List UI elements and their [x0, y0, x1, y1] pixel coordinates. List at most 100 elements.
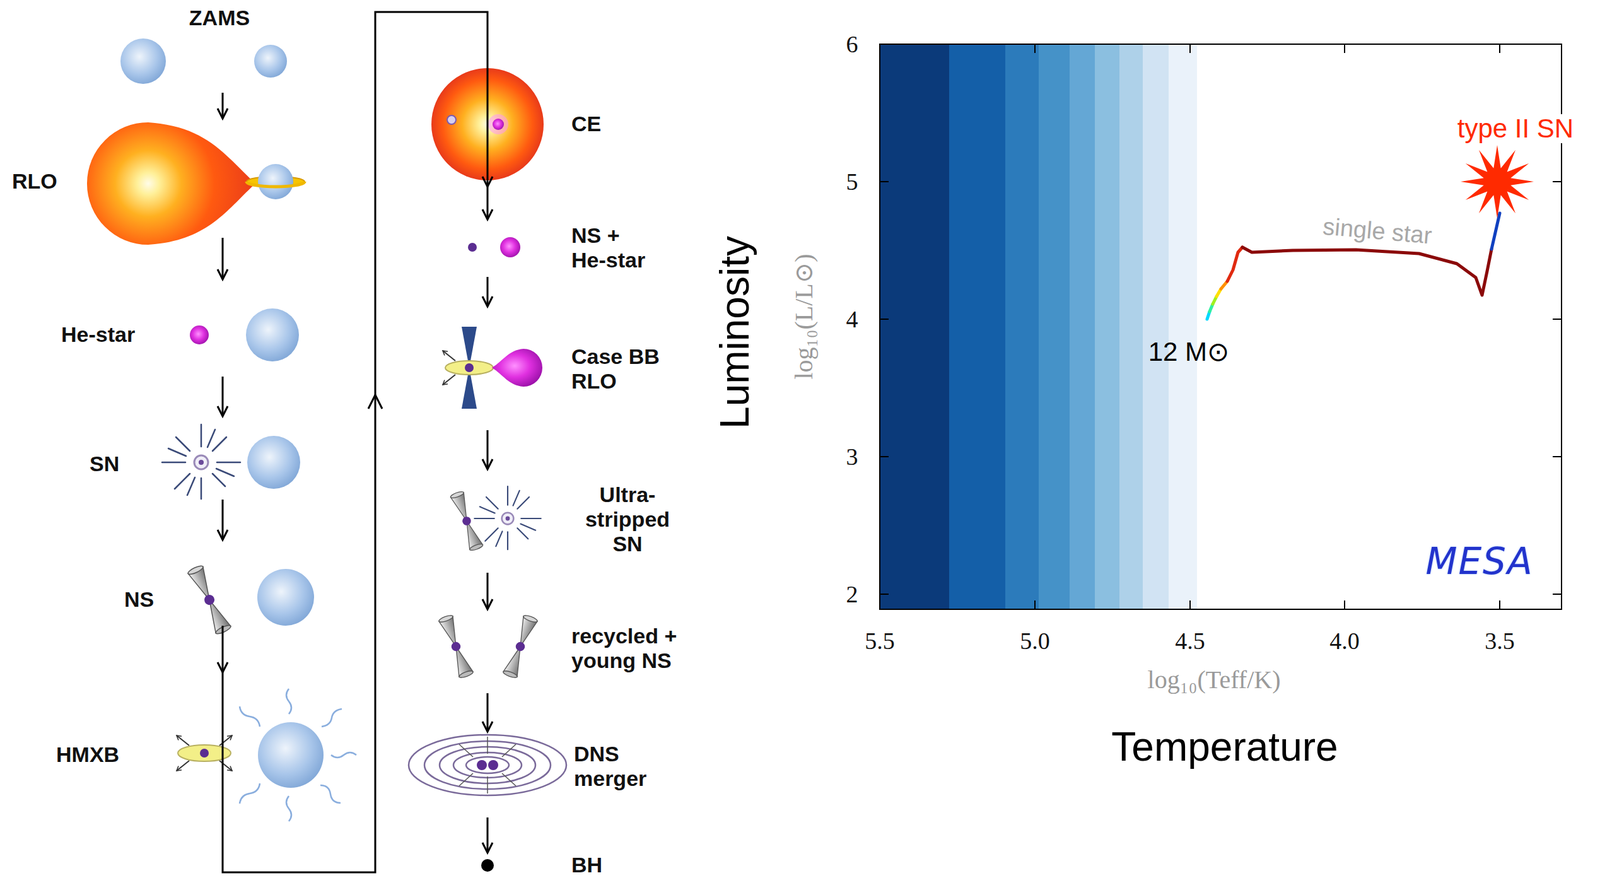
helium-star — [189, 325, 209, 345]
tick — [1189, 44, 1191, 53]
mid-arrowhead — [368, 394, 383, 409]
radiation-line — [486, 776, 489, 794]
star — [247, 435, 301, 489]
tick — [879, 318, 889, 320]
tick — [1034, 600, 1036, 610]
tick — [879, 593, 889, 595]
stage-node: CE — [397, 63, 726, 186]
tick — [1034, 44, 1036, 53]
gravitational-waves — [408, 734, 567, 796]
stage-label: BH — [571, 852, 603, 878]
axis-tick-label: 6 — [846, 32, 859, 57]
neutron-star — [199, 748, 209, 758]
stage-label: NS + He-star — [571, 223, 651, 273]
stellar-wind — [239, 688, 357, 822]
stage-label: Ultra- stripped SN — [583, 482, 672, 557]
logo-text: MESA — [1425, 543, 1534, 580]
stage-node: SN — [9, 417, 354, 499]
stage-node: ZAMS — [9, 3, 354, 92]
wind-line — [321, 708, 342, 727]
pulsar — [502, 614, 538, 680]
band — [1094, 44, 1120, 610]
supernova — [474, 486, 541, 550]
axis-tick-label: 4.0 — [1329, 628, 1360, 653]
stage-node: DNS merger — [397, 732, 726, 817]
accretion-disk — [445, 360, 494, 375]
tick — [879, 181, 889, 183]
axis-tick-label: 4 — [846, 307, 859, 332]
radiation-line — [486, 736, 489, 754]
tick — [1499, 600, 1501, 610]
helium-core — [492, 118, 504, 130]
band — [949, 44, 1006, 610]
radiation-line — [459, 773, 473, 786]
wave-ring — [408, 734, 567, 796]
outflow-arrow — [176, 760, 190, 771]
stage-label: recycled + young NS — [571, 623, 681, 673]
mass-label: 12 M⊙ — [1148, 338, 1230, 366]
band — [1038, 44, 1070, 610]
band — [1069, 44, 1095, 610]
radiation-line — [459, 744, 473, 757]
axis-label: log₁₀(L/L⊙) — [791, 253, 817, 380]
star — [257, 722, 324, 788]
stage-node: NS + He-star — [397, 220, 726, 276]
wind-line — [286, 688, 292, 714]
wind-line — [286, 795, 292, 822]
tick — [1343, 44, 1346, 53]
axis-label: log₁₀(Teff/K) — [1147, 667, 1281, 693]
stage-node: HMXB — [9, 673, 354, 832]
stage-node: Case BB RLO — [397, 307, 726, 429]
axis-title: Luminosity — [714, 235, 755, 429]
wave-ring — [453, 752, 522, 778]
outflow-arrow — [219, 760, 233, 771]
tick — [1552, 455, 1562, 458]
flow-arrow — [486, 430, 489, 470]
wind-line — [320, 785, 341, 803]
outflow-arrows — [176, 735, 233, 771]
evolution-track — [1207, 213, 1500, 320]
pulsar — [449, 490, 484, 552]
tick — [1189, 600, 1191, 610]
outflow-arrow — [442, 374, 456, 385]
stage-label: Case BB RLO — [571, 344, 664, 394]
star — [257, 568, 315, 626]
stage-label: ZAMS — [189, 5, 250, 31]
band — [1119, 44, 1143, 610]
tick — [1499, 44, 1501, 53]
wind-line — [239, 706, 260, 727]
axis-title: Temperature — [1111, 726, 1338, 767]
axis-tick-label: 4.5 — [1174, 628, 1206, 653]
star — [257, 163, 294, 200]
axis-tick-label: 5 — [846, 169, 859, 194]
stage-node: RLO — [9, 119, 354, 237]
track-segment — [1227, 247, 1243, 282]
outflow-arrow — [219, 735, 233, 746]
flow-arrow — [221, 92, 224, 119]
stage-label: He-star — [61, 322, 135, 347]
supernova — [162, 424, 241, 499]
pulsar — [187, 564, 233, 636]
tick — [879, 455, 889, 458]
flow-arrow — [221, 625, 224, 673]
stage-node: BH — [397, 853, 726, 878]
stage-label: CE — [571, 111, 602, 137]
wind-line — [239, 783, 260, 804]
axis-tick-label: 5.0 — [1019, 628, 1051, 653]
annotation: type II SN — [1454, 114, 1577, 144]
axis-tick-label: 2 — [846, 582, 859, 607]
flow-arrow — [486, 186, 489, 220]
accretion-disk — [246, 181, 305, 187]
stage-label: NS — [124, 587, 154, 612]
flow-arrow — [486, 817, 489, 853]
stage-node: recycled + young NS — [397, 610, 726, 692]
roche-lobe-star — [87, 122, 256, 245]
helium-core-glow — [488, 114, 509, 135]
axis-tick-label: 3.5 — [1484, 628, 1515, 653]
outflow-arrow — [442, 350, 456, 361]
flow-arrow — [486, 276, 489, 307]
tick — [1552, 181, 1562, 183]
flow-arrow — [222, 11, 488, 873]
